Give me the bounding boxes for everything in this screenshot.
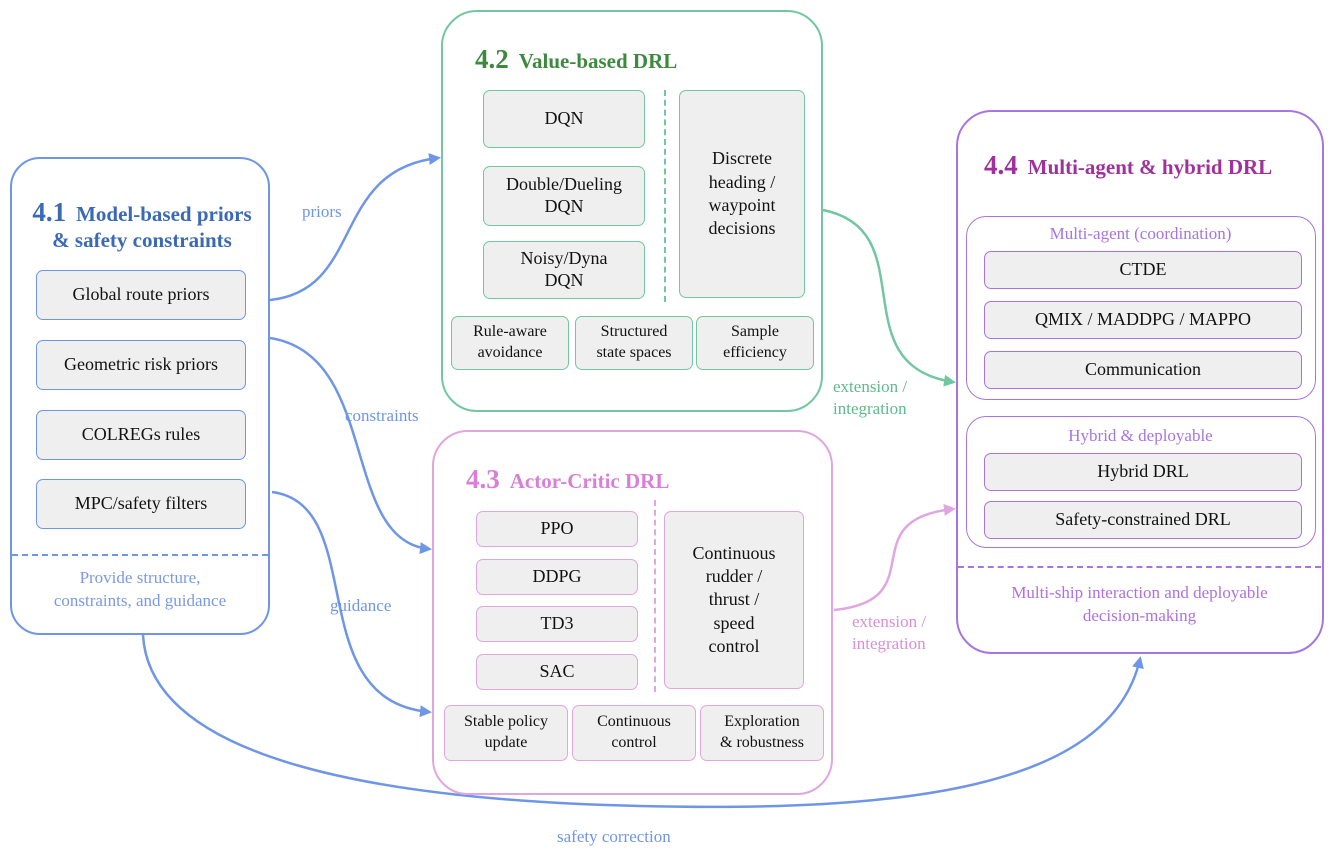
value-based-extension-label: extension / integration — [833, 376, 907, 420]
item-double-dueling-dqn-line2: DQN — [544, 196, 584, 216]
feature-structured-state-spaces-line1: Structured — [600, 323, 668, 341]
item-ppo: PPO — [476, 511, 638, 547]
panel-42-title: 4.2 Value-based DRL — [475, 44, 677, 75]
panel-44-title-text: Multi-agent & hybrid DRL — [1027, 155, 1273, 179]
value-based-extension-label-line2: integration — [833, 399, 907, 419]
panel-44-title: 4.4 Multi-agent & hybrid DRL — [984, 150, 1272, 181]
feature-rule-aware-avoidance: Rule-aware avoidance — [451, 316, 569, 370]
actor-critic-extension-label-line2: integration — [852, 634, 926, 654]
item-ctde: CTDE — [984, 251, 1302, 289]
priors-arrow — [269, 153, 441, 302]
item-noisy-dyna-dqn: Noisy/Dyna DQN — [483, 241, 645, 299]
item-global-route-priors: Global route priors — [36, 270, 246, 320]
continuous-control-line3: thrust / — [708, 589, 760, 610]
feature-rule-aware-avoidance-line1: Rule-aware — [473, 323, 547, 341]
continuous-control-line4: speed — [713, 612, 755, 633]
discrete-decisions-line2: heading / — [708, 171, 776, 192]
panel-44-caption: Multi-ship interaction and deployable de… — [958, 582, 1321, 628]
panel-43-title: 4.3 Actor-Critic DRL — [466, 464, 669, 495]
discrete-decisions-line1: Discrete — [712, 148, 772, 169]
constraints-label: constraints — [345, 406, 419, 425]
item-dqn-label: DQN — [544, 108, 584, 129]
feature-exploration-robustness-line2: & robustness — [720, 734, 804, 751]
safety-correction-label: safety correction — [557, 827, 671, 846]
discrete-decisions-box: Discrete heading / waypoint decisions — [679, 90, 805, 298]
continuous-control-line5: control — [708, 636, 760, 657]
panel-41-caption-line2: constraints, and guidance — [53, 590, 227, 610]
feature-continuous-control-line2: control — [611, 734, 657, 751]
item-qmix-maddpg-mappo: QMIX / MADDPG / MAPPO — [984, 301, 1302, 339]
panel-42-title-text: Value-based DRL — [518, 49, 678, 73]
item-colregs-rules: COLREGs rules — [36, 410, 246, 460]
item-safety-constrained-drl: Safety-constrained DRL — [984, 501, 1302, 539]
constraints-arrow — [269, 336, 432, 555]
feature-rule-aware-avoidance-line2: avoidance — [477, 344, 543, 361]
panel-44-caption-line2: decision-making — [1082, 605, 1197, 625]
feature-exploration-robustness: Exploration & robustness — [700, 705, 824, 761]
multi-agent-group: Multi-agent (coordination) CTDE QMIX / M… — [966, 216, 1316, 400]
actor-critic-extension-label-line1: extension / — [852, 612, 927, 631]
panel-44-divider — [958, 566, 1321, 568]
feature-continuous-control-line1: Continuous — [597, 713, 671, 731]
feature-exploration-robustness-line1: Exploration — [724, 713, 800, 731]
panel-42-divider — [664, 90, 666, 302]
item-mpc-safety-filters: MPC/safety filters — [36, 479, 246, 529]
panel-44-caption-line1: Multi-ship interaction and deployable — [1011, 583, 1268, 602]
hybrid-group-title: Hybrid & deployable — [1068, 426, 1213, 445]
feature-sample-efficiency-line1: Sample — [731, 323, 779, 341]
item-hybrid-drl: Hybrid DRL — [984, 453, 1302, 491]
feature-stable-policy-update-line2: update — [484, 734, 528, 751]
priors-label: priors — [302, 202, 342, 221]
panel-41-title-line1: Model-based priors — [76, 202, 252, 226]
continuous-control-line1: Continuous — [692, 542, 776, 563]
feature-sample-efficiency-line2: efficiency — [723, 344, 787, 361]
panel-41-divider — [12, 554, 268, 556]
item-geometric-risk-priors: Geometric risk priors — [36, 340, 246, 390]
item-double-dueling-dqn: Double/Dueling DQN — [483, 166, 645, 226]
item-noisy-dyna-dqn-line2: DQN — [544, 270, 584, 290]
panel-43-title-text: Actor-Critic DRL — [509, 469, 670, 493]
panel-41-caption-line1: Provide structure, — [79, 568, 201, 587]
actor-critic-extension-arrow — [833, 503, 956, 612]
panel-41-caption: Provide structure, constraints, and guid… — [12, 567, 268, 613]
panel-41-number: 4.1 — [32, 197, 67, 227]
continuous-control-box: Continuous rudder / thrust / speed contr… — [664, 511, 804, 689]
actor-critic-extension-label: extension / integration — [852, 611, 926, 655]
discrete-decisions-line4: decisions — [708, 218, 776, 239]
multi-agent-group-title: Multi-agent (coordination) — [1049, 224, 1232, 243]
feature-continuous-control: Continuous control — [572, 705, 696, 761]
discrete-decisions-line3: waypoint — [708, 195, 776, 215]
item-communication: Communication — [984, 351, 1302, 389]
panel-model-based-priors: 4.1 Model-based priors & safety constrain… — [10, 157, 270, 635]
continuous-control-line2: rudder / — [705, 565, 763, 586]
panel-41-title: 4.1 Model-based priors & safety constrain… — [18, 197, 266, 252]
item-ddpg: DDPG — [476, 559, 638, 595]
hybrid-group: Hybrid & deployable Hybrid DRL Safety-co… — [966, 416, 1316, 548]
panel-multi-agent-hybrid-drl: 4.4 Multi-agent & hybrid DRL Multi-agent … — [956, 110, 1324, 654]
item-dqn: DQN — [483, 90, 645, 148]
value-based-extension-label-line1: extension / — [833, 377, 908, 396]
feature-stable-policy-update-line1: Stable policy — [464, 713, 548, 731]
guidance-label: guidance — [330, 596, 392, 615]
feature-stable-policy-update: Stable policy update — [444, 705, 568, 761]
item-sac: SAC — [476, 654, 638, 690]
item-td3: TD3 — [476, 606, 638, 642]
item-noisy-dyna-dqn-line1: Noisy/Dyna — [520, 248, 608, 269]
feature-sample-efficiency: Sample efficiency — [696, 316, 814, 370]
panel-actor-critic-drl: 4.3 Actor-Critic DRL PPO DDPG TD3 SAC Con… — [432, 430, 833, 795]
panel-43-divider — [654, 500, 656, 692]
panel-43-number: 4.3 — [466, 464, 500, 494]
panel-value-based-drl: 4.2 Value-based DRL DQN Double/Dueling DQ… — [441, 10, 823, 412]
panel-44-number: 4.4 — [984, 150, 1018, 180]
item-double-dueling-dqn-line1: Double/Dueling — [506, 174, 622, 195]
feature-structured-state-spaces: Structured state spaces — [575, 316, 693, 370]
value-based-extension-arrow — [822, 208, 956, 387]
panel-42-number: 4.2 — [475, 44, 509, 74]
panel-41-title-line2: & safety constraints — [52, 228, 232, 253]
feature-structured-state-spaces-line2: state spaces — [596, 344, 672, 361]
